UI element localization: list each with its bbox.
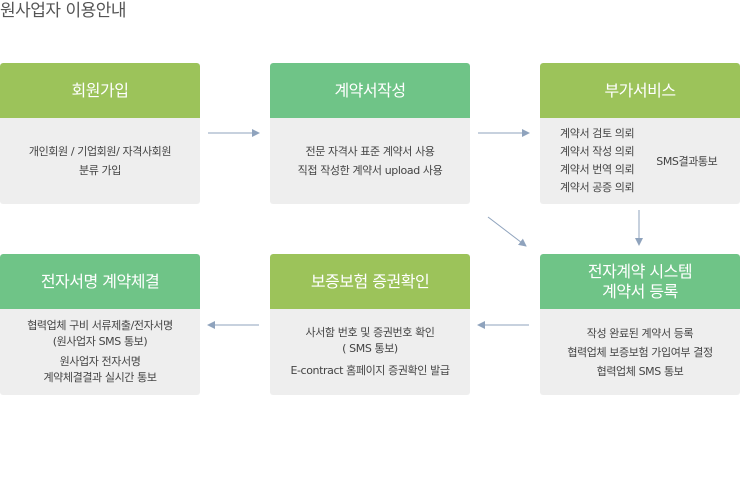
step-title: 전자계약 시스템 계약서 등록 [540,254,740,309]
step-body: 사서함 번호 및 증권번호 확인 ( SMS 통보) E-contract 홈페… [270,309,470,395]
step-card-esign-contract: 전자서명 계약체결 협력업체 구비 서류제출/전자서명 (원사업자 SMS 통보… [0,254,200,395]
step-desc-line: 원사업자 전자서명 [59,355,141,368]
step-desc-line: 협력업체 SMS 통보 [596,364,684,378]
step-desc-line: 분류 가입 [79,164,121,177]
step-body: 작성 완료된 계약서 등록 협력업체 보증보험 가입여부 결정 협력업체 SMS… [540,309,740,395]
service-item: 계약서 작성 의뢰 [560,145,635,158]
step-title: 전자서명 계약체결 [0,254,200,309]
step-desc-line: 협력업체 구비 서류제출/전자서명 [27,319,173,332]
step-card-extra-services: 부가서비스 계약서 검토 의뢰 계약서 작성 의뢰 계약서 번역 의뢰 계약서 … [540,63,740,204]
step-title: 부가서비스 [540,63,740,118]
step-desc-line: ( SMS 통보) [342,341,398,355]
step-desc-line: 사서함 번호 및 증권번호 확인 [305,325,435,339]
step-desc-line: 전문 자격사 표준 계약서 사용 [305,145,435,158]
step-title-line: 전자계약 시스템 [587,261,693,281]
step-desc-line: (원사업자 SMS 통보) [52,335,148,348]
step-desc-line: 개인회원 / 기업회원/ 자격사회원 [28,145,172,158]
step-body: 협력업체 구비 서류제출/전자서명 (원사업자 SMS 통보) 원사업자 전자서… [0,309,200,395]
step-body: 개인회원 / 기업회원/ 자격사회원 분류 가입 [0,118,200,204]
step-card-insurance-check: 보증보험 증권확인 사서함 번호 및 증권번호 확인 ( SMS 통보) E-c… [270,254,470,395]
step-body: 계약서 검토 의뢰 계약서 작성 의뢰 계약서 번역 의뢰 계약서 공증 의뢰 … [540,118,740,204]
step-desc-line: 계약체결결과 실시간 통보 [43,371,157,384]
service-item: 계약서 검토 의뢰 [560,127,635,140]
step-title: 회원가입 [0,63,200,118]
step-desc-line: 협력업체 보증보험 가입여부 결정 [567,345,713,359]
service-item: 계약서 번역 의뢰 [560,163,635,176]
step-title: 계약서작성 [270,63,470,118]
service-item: 계약서 공증 의뢰 [560,181,635,194]
page-title: 원사업자 이용안내 [0,1,127,21]
service-list: 계약서 검토 의뢰 계약서 작성 의뢰 계약서 번역 의뢰 계약서 공증 의뢰 [560,125,635,197]
step-title: 보증보험 증권확인 [270,254,470,309]
step-card-contract-writing: 계약서작성 전문 자격사 표준 계약서 사용 직접 작성한 계약서 upload… [270,63,470,204]
arrow-diagonal-icon [487,216,527,247]
step-title-line: 계약서 등록 [602,281,678,301]
step-body: 전문 자격사 표준 계약서 사용 직접 작성한 계약서 upload 사용 [270,118,470,204]
step-desc-line: 작성 완료된 계약서 등록 [586,326,694,340]
step-card-econtract-registration: 전자계약 시스템 계약서 등록 작성 완료된 계약서 등록 협력업체 보증보험 … [540,254,740,395]
step-desc-line: E-contract 홈페이지 증권확인 발급 [290,363,450,377]
step-desc-line: 직접 작성한 계약서 upload 사용 [297,164,443,177]
step-card-member-signup: 회원가입 개인회원 / 기업회원/ 자격사회원 분류 가입 [0,63,200,204]
sms-result-note: SMS결과통보 [656,154,718,168]
